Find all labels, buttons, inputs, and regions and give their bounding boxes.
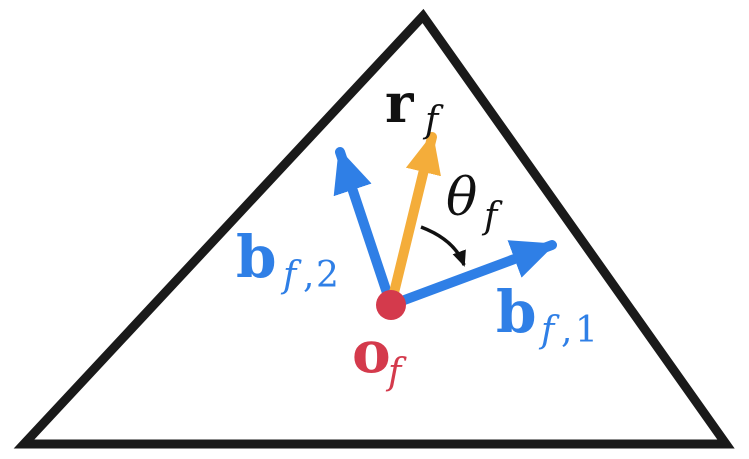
label-b-f2: b f , 2	[236, 223, 339, 296]
triangle-face	[13, 8, 735, 449]
reference-vector-r-f-arrow	[386, 132, 441, 310]
label-b-f1-num: 1	[575, 310, 598, 351]
label-b-f1-sep: ,	[561, 310, 572, 351]
origin-point-o-f	[376, 290, 406, 320]
label-b-f2-sep: ,	[303, 255, 314, 296]
label-b-f2-num: 2	[316, 255, 339, 296]
label-b-f2-main: b	[236, 223, 277, 291]
basis-vector-b-f2-arrow	[333, 147, 396, 310]
label-r-f-main: r	[385, 71, 414, 135]
label-theta-f-main: θ	[446, 168, 477, 228]
label-theta-f: θ f	[446, 168, 503, 237]
basis-vector-b-f1-arrow	[386, 240, 557, 310]
angle-arc-arrow	[420, 225, 466, 267]
label-b-f1-main: b	[496, 278, 537, 346]
label-b-f1: b f , 1	[496, 278, 598, 351]
label-o-f-main: o	[352, 318, 391, 386]
